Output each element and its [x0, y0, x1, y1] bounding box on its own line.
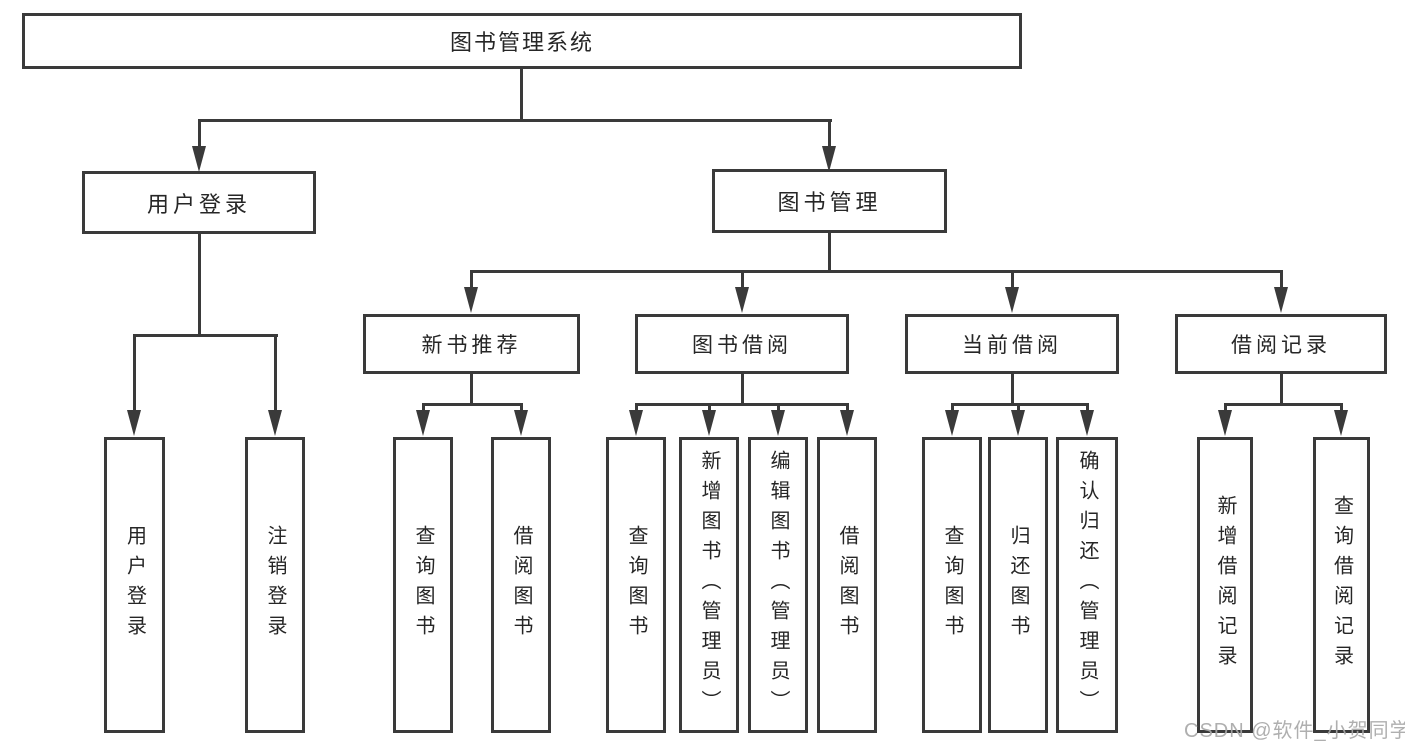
node-label-new-book-rec: 新书推荐	[421, 334, 522, 357]
node-new-book-rec: 新书推荐	[363, 314, 580, 374]
arrowhead-down-icon	[192, 146, 206, 172]
arrowhead-down-icon	[127, 410, 141, 436]
connector-line	[470, 270, 473, 292]
node-label-leaf-br-query: 查询借阅记录	[1330, 495, 1353, 675]
node-leaf-br-query: 查询借阅记录	[1313, 437, 1370, 733]
connector-line	[828, 119, 831, 149]
node-current-borrow: 当前借阅	[905, 314, 1119, 374]
connector-line	[198, 119, 832, 122]
arrowhead-down-icon	[840, 410, 854, 436]
connector-line	[1011, 270, 1014, 292]
arrowhead-down-icon	[514, 410, 528, 436]
arrowhead-down-icon	[268, 410, 282, 436]
node-book-borrow: 图书借阅	[635, 314, 849, 374]
connector-line	[133, 334, 136, 414]
node-leaf-bb-edit: 编辑图书（管理员）	[748, 437, 808, 733]
node-label-borrow-records: 借阅记录	[1231, 334, 1331, 357]
arrowhead-down-icon	[1005, 287, 1019, 313]
arrowhead-down-icon	[771, 410, 785, 436]
node-label-leaf-cb-query: 查询图书	[941, 525, 963, 645]
node-leaf-logout: 注销登录	[245, 437, 305, 733]
arrowhead-down-icon	[464, 287, 478, 313]
node-label-leaf-cb-return: 归还图书	[1007, 525, 1029, 645]
connector-line	[274, 334, 277, 414]
connector-line	[1340, 403, 1343, 415]
node-borrow-records: 借阅记录	[1175, 314, 1387, 374]
node-leaf-user-login: 用户登录	[104, 437, 165, 733]
csdn-watermark: CSDN @软件_小贺同学	[1184, 720, 1405, 742]
connector-line	[951, 403, 954, 415]
arrowhead-down-icon	[1274, 287, 1288, 313]
arrowhead-down-icon	[822, 146, 836, 172]
connector-line	[198, 234, 201, 336]
arrowhead-down-icon	[1218, 410, 1232, 436]
node-label-leaf-bb-borrow: 借阅图书	[836, 525, 858, 645]
arrowhead-down-icon	[629, 410, 643, 436]
connector-line	[1224, 403, 1342, 406]
node-label-current-borrow: 当前借阅	[962, 334, 1062, 357]
node-label-leaf-bb-add: 新增图书（管理员）	[698, 450, 720, 720]
connector-line	[470, 374, 473, 406]
arrowhead-down-icon	[702, 410, 716, 436]
connector-line	[1280, 374, 1283, 406]
connector-line	[777, 403, 780, 415]
arrowhead-down-icon	[735, 287, 749, 313]
node-leaf-bb-query: 查询图书	[606, 437, 666, 733]
node-leaf-cb-return: 归还图书	[988, 437, 1048, 733]
arrowhead-down-icon	[1334, 410, 1348, 436]
connector-line	[741, 270, 744, 292]
arrowhead-down-icon	[945, 410, 959, 436]
node-label-leaf-cb-confirm: 确认归还（管理员）	[1076, 450, 1098, 720]
connector-line	[708, 403, 711, 415]
connector-line	[741, 374, 744, 406]
node-leaf-nbr-query: 查询图书	[393, 437, 453, 733]
connector-line	[1224, 403, 1227, 415]
node-label-leaf-logout: 注销登录	[264, 525, 286, 645]
connector-line	[470, 270, 1282, 273]
connector-line	[635, 403, 638, 415]
node-label-leaf-user-login: 用户登录	[123, 525, 146, 645]
connector-line	[422, 403, 523, 406]
connector-line	[1086, 403, 1089, 415]
arrowhead-down-icon	[416, 410, 430, 436]
node-label-book-borrow: 图书借阅	[692, 334, 792, 357]
node-label-leaf-bb-edit: 编辑图书（管理员）	[767, 450, 789, 720]
connector-line	[846, 403, 849, 415]
connector-line	[198, 119, 201, 149]
node-leaf-bb-add: 新增图书（管理员）	[679, 437, 739, 733]
node-label-user-login: 用户登录	[146, 191, 251, 217]
connector-line	[635, 403, 848, 406]
connector-line	[133, 334, 278, 337]
node-leaf-bb-borrow: 借阅图书	[817, 437, 877, 733]
connector-line	[828, 233, 831, 272]
connector-line	[520, 403, 523, 415]
node-label-leaf-nbr-query: 查询图书	[412, 525, 434, 645]
node-label-book-mgmt: 图书管理	[777, 190, 882, 215]
connector-line	[1280, 270, 1283, 292]
node-book-mgmt: 图书管理	[712, 169, 947, 233]
node-root: 图书管理系统	[22, 13, 1022, 69]
node-label-leaf-br-add: 新增借阅记录	[1214, 495, 1236, 675]
arrowhead-down-icon	[1080, 410, 1094, 436]
node-leaf-br-add: 新增借阅记录	[1197, 437, 1253, 733]
connector-line	[422, 403, 425, 415]
node-leaf-cb-confirm: 确认归还（管理员）	[1056, 437, 1118, 733]
node-label-leaf-nbr-borrow: 借阅图书	[510, 525, 532, 645]
node-user-login: 用户登录	[82, 171, 316, 234]
node-label-root: 图书管理系统	[449, 30, 594, 55]
node-label-leaf-bb-query: 查询图书	[625, 525, 647, 645]
connector-line	[1011, 374, 1014, 406]
node-leaf-nbr-borrow: 借阅图书	[491, 437, 551, 733]
arrowhead-down-icon	[1011, 410, 1025, 436]
connector-line	[1017, 403, 1020, 415]
connector-line	[520, 69, 523, 121]
node-leaf-cb-query: 查询图书	[922, 437, 982, 733]
